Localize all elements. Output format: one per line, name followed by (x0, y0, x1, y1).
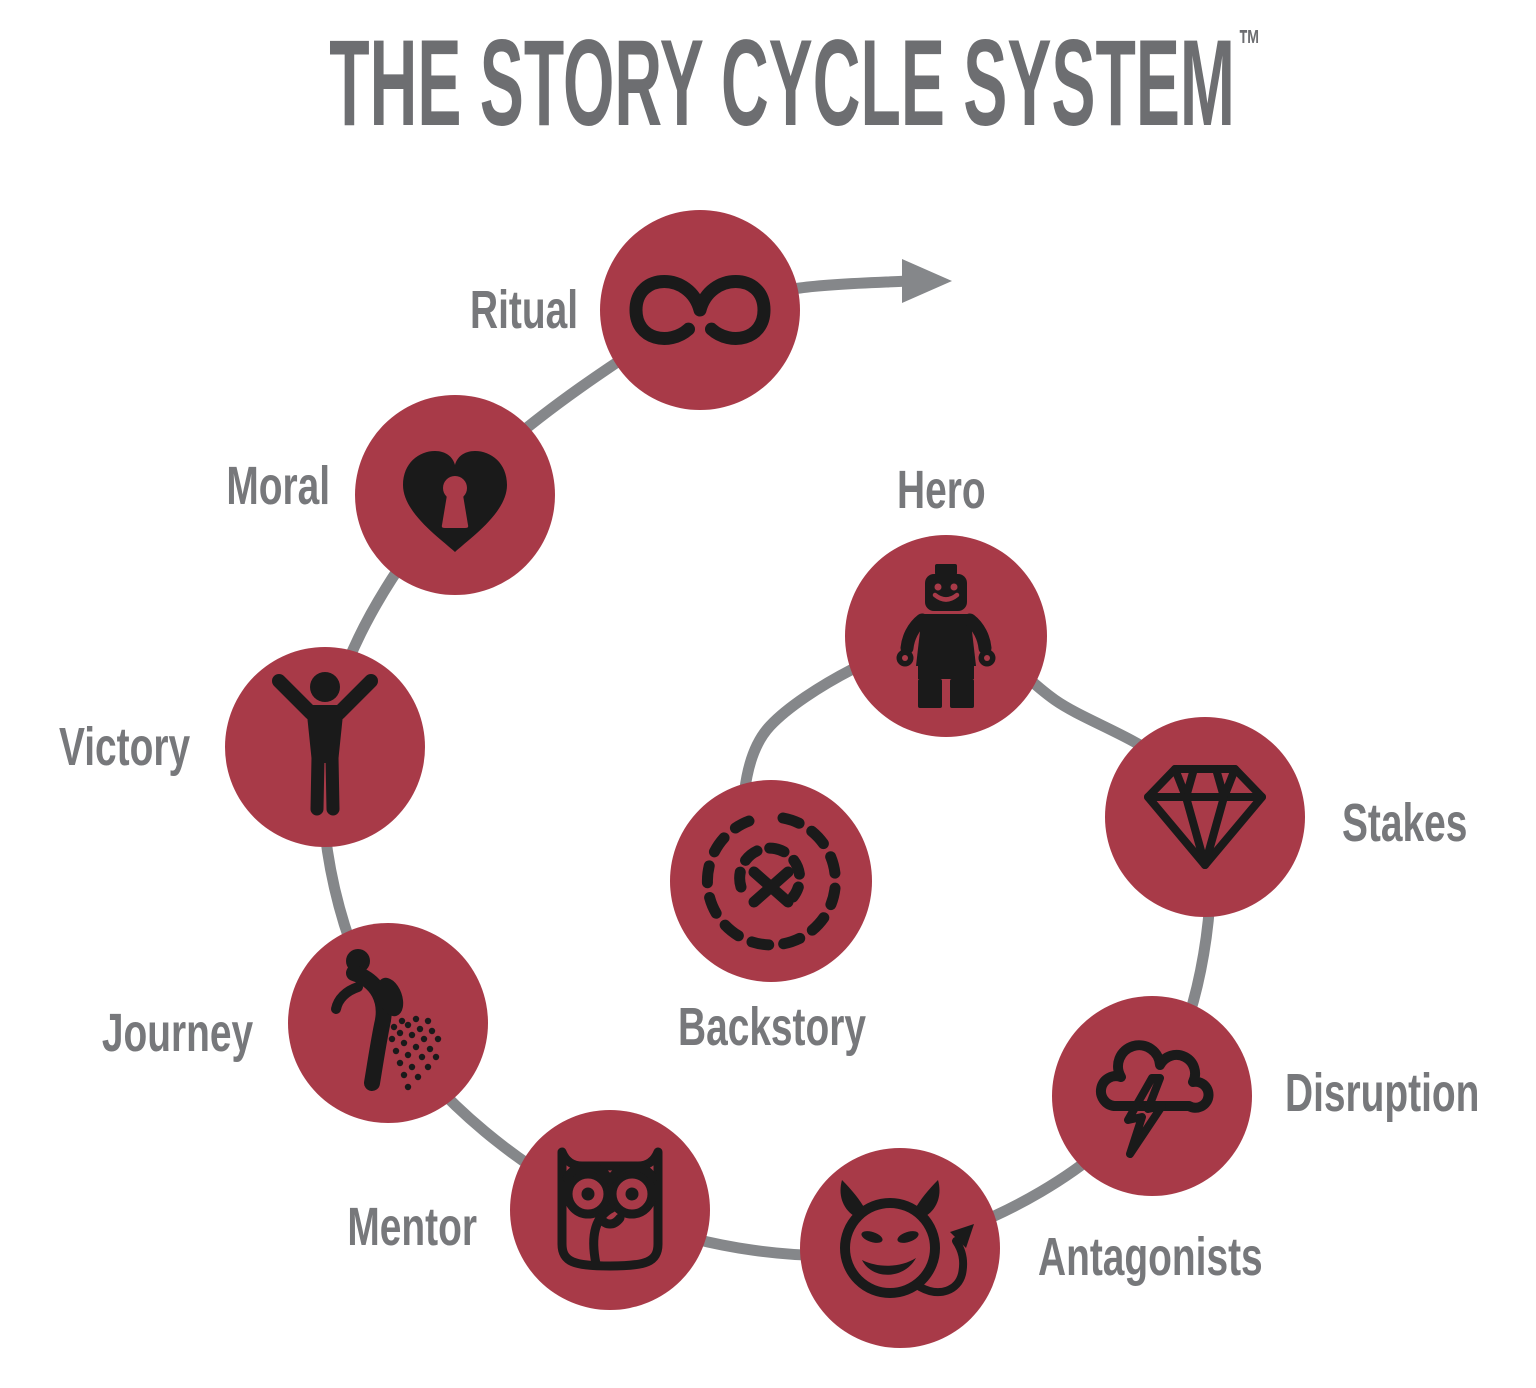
label-moral: Moral (226, 456, 330, 516)
seed-dot (400, 1071, 408, 1079)
seed-dot (418, 1053, 426, 1061)
trademark-symbol: ™ (1238, 22, 1261, 68)
storm-cloud-lightning-icon (1095, 1040, 1214, 1158)
seed-dot (398, 1017, 406, 1025)
label-mentor: Mentor (347, 1197, 477, 1257)
diamond-gem-icon (1144, 765, 1266, 869)
label-disruption: Disruption (1285, 1063, 1480, 1123)
arrowhead-icon (902, 259, 952, 303)
seed-dot (428, 1027, 436, 1035)
seed-dot (420, 1035, 428, 1043)
seed-dot (400, 1039, 408, 1047)
antagonists-circle (800, 1148, 1000, 1348)
seed-dot (396, 1029, 404, 1037)
seed-dot (390, 1023, 398, 1031)
node-stakes (1105, 717, 1305, 917)
node-antagonists (800, 1148, 1000, 1348)
node-mentor (510, 1110, 710, 1310)
label-ritual: Ritual (469, 280, 578, 340)
sower-scattering-seeds-icon (331, 949, 442, 1091)
seed-dot (404, 1083, 412, 1091)
seed-dot (416, 1025, 424, 1033)
node-victory (225, 647, 425, 847)
seed-dot (404, 1021, 412, 1029)
node-ritual (600, 210, 800, 410)
infinity-loop-icon (629, 275, 771, 345)
seed-dot (408, 1063, 416, 1071)
node-disruption (1052, 996, 1252, 1196)
node-hero (845, 535, 1047, 737)
heart-keyhole-icon (403, 451, 507, 552)
seed-dot (434, 1035, 442, 1043)
node-moral (355, 395, 555, 595)
node-journey (288, 923, 488, 1123)
seed-dot (404, 1051, 412, 1059)
seed-dot (392, 1047, 400, 1055)
seed-dot (424, 1017, 432, 1025)
label-stakes: Stakes (1342, 793, 1468, 853)
label-hero: Hero (897, 460, 986, 520)
seed-dot (412, 1015, 420, 1023)
seed-dot (426, 1045, 434, 1053)
owl-icon (557, 1147, 663, 1271)
title-text: THE STORY CYCLE SYSTEM (329, 14, 1235, 152)
label-journey: Journey (101, 1003, 253, 1063)
node-backstory (670, 780, 872, 982)
treasure-map-x-icon (701, 812, 841, 951)
seed-dot (412, 1043, 420, 1051)
label-antagonists: Antagonists (1038, 1227, 1263, 1287)
stakes-circle (1105, 717, 1305, 917)
seed-dot (424, 1063, 432, 1071)
page-title: THE STORY CYCLE SYSTEM™ (0, 22, 1536, 145)
devil-face-tail-icon (840, 1180, 974, 1298)
label-backstory: Backstory (677, 997, 867, 1057)
label-victory: Victory (58, 717, 190, 777)
seed-dot (396, 1059, 404, 1067)
person-arms-raised-icon (272, 672, 378, 816)
seed-dot (408, 1031, 416, 1039)
lego-minifigure-icon (896, 564, 996, 708)
seed-dot (414, 1073, 422, 1081)
seed-dot (388, 1035, 396, 1043)
seed-dot (432, 1053, 440, 1061)
